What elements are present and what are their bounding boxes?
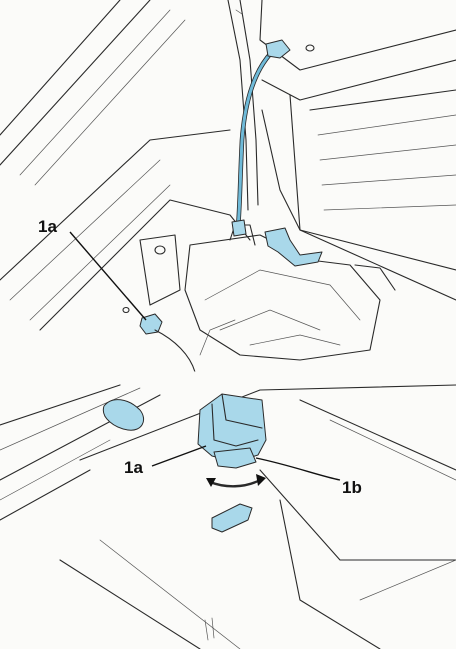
mounting-slot-lower bbox=[211, 503, 253, 533]
hood-edge-line-2 bbox=[0, 0, 151, 166]
leader-line-1a-bottom bbox=[151, 445, 207, 467]
label-1a-top: 1a bbox=[38, 217, 57, 236]
radiator-frame-left bbox=[289, 94, 456, 271]
panel-side bbox=[261, 109, 301, 231]
panel-recess bbox=[259, 469, 456, 561]
mounting-slot-oval bbox=[102, 399, 144, 431]
panel-lower-shade bbox=[99, 539, 241, 649]
rotation-arrow bbox=[208, 478, 262, 488]
clip-body bbox=[197, 393, 267, 463]
detail-view: 1a 1b bbox=[0, 384, 456, 649]
fender-hole bbox=[154, 245, 166, 255]
engine-contour-3 bbox=[249, 334, 341, 346]
grille-slat-3 bbox=[321, 174, 456, 186]
cable-terminal-top bbox=[265, 39, 291, 59]
clip-notch bbox=[221, 393, 263, 429]
clip-front-edge bbox=[211, 403, 259, 447]
upper-crossmember bbox=[259, 0, 456, 71]
tick-mark bbox=[204, 619, 209, 641]
clip-base-1b bbox=[213, 447, 257, 469]
hood-shade-line-2 bbox=[34, 19, 186, 186]
panel-line-1 bbox=[0, 384, 121, 426]
panel-shade-2 bbox=[0, 439, 111, 501]
blue-bracket bbox=[264, 227, 323, 267]
radiator-bottom bbox=[299, 229, 456, 301]
hood-edge-line bbox=[0, 0, 121, 136]
fender-bracket bbox=[139, 234, 181, 306]
grille-slat-4 bbox=[323, 204, 456, 211]
leader-line-1b bbox=[255, 457, 341, 481]
hood-strut bbox=[227, 0, 249, 211]
grille-slat-1 bbox=[317, 114, 456, 136]
hose bbox=[354, 264, 396, 291]
rotation-arrowhead-left bbox=[206, 478, 216, 487]
panel-shade-1 bbox=[0, 387, 141, 451]
fender-shade bbox=[9, 159, 161, 301]
bolt-hole bbox=[305, 44, 315, 52]
connector-wire bbox=[154, 329, 196, 373]
radiator-frame-top bbox=[309, 89, 456, 111]
engine-bay-view: 1a bbox=[0, 0, 456, 373]
hood-shade-line bbox=[19, 9, 171, 176]
fender-edge bbox=[39, 199, 251, 331]
crossmember-lower bbox=[261, 59, 456, 101]
panel-lower-line bbox=[59, 559, 201, 649]
strut-mark bbox=[235, 9, 243, 15]
label-1b: 1b bbox=[342, 478, 362, 497]
hood-strut-edge bbox=[239, 0, 259, 206]
panel-corner-shade bbox=[359, 559, 456, 601]
panel-right-line bbox=[299, 399, 456, 471]
small-hole bbox=[122, 306, 130, 314]
panel-recess-2 bbox=[279, 499, 381, 649]
panel-right-shade bbox=[329, 419, 456, 481]
panel-upper-edge bbox=[79, 384, 456, 461]
label-1a-bottom: 1a bbox=[124, 458, 143, 477]
ground-cable bbox=[236, 50, 274, 230]
engine-contour bbox=[204, 269, 361, 321]
engine-lower-line bbox=[199, 319, 236, 356]
panel-line-3 bbox=[0, 469, 91, 521]
engine-contour-2 bbox=[219, 309, 321, 331]
tick-mark-2 bbox=[211, 617, 215, 639]
leader-line-1a-top bbox=[69, 231, 147, 321]
grille-slat-2 bbox=[319, 144, 456, 161]
fender-top bbox=[0, 129, 231, 281]
cable-terminal-bottom bbox=[231, 219, 247, 237]
fender-shade-2 bbox=[29, 184, 171, 321]
rotation-arrowhead-right bbox=[256, 474, 266, 486]
